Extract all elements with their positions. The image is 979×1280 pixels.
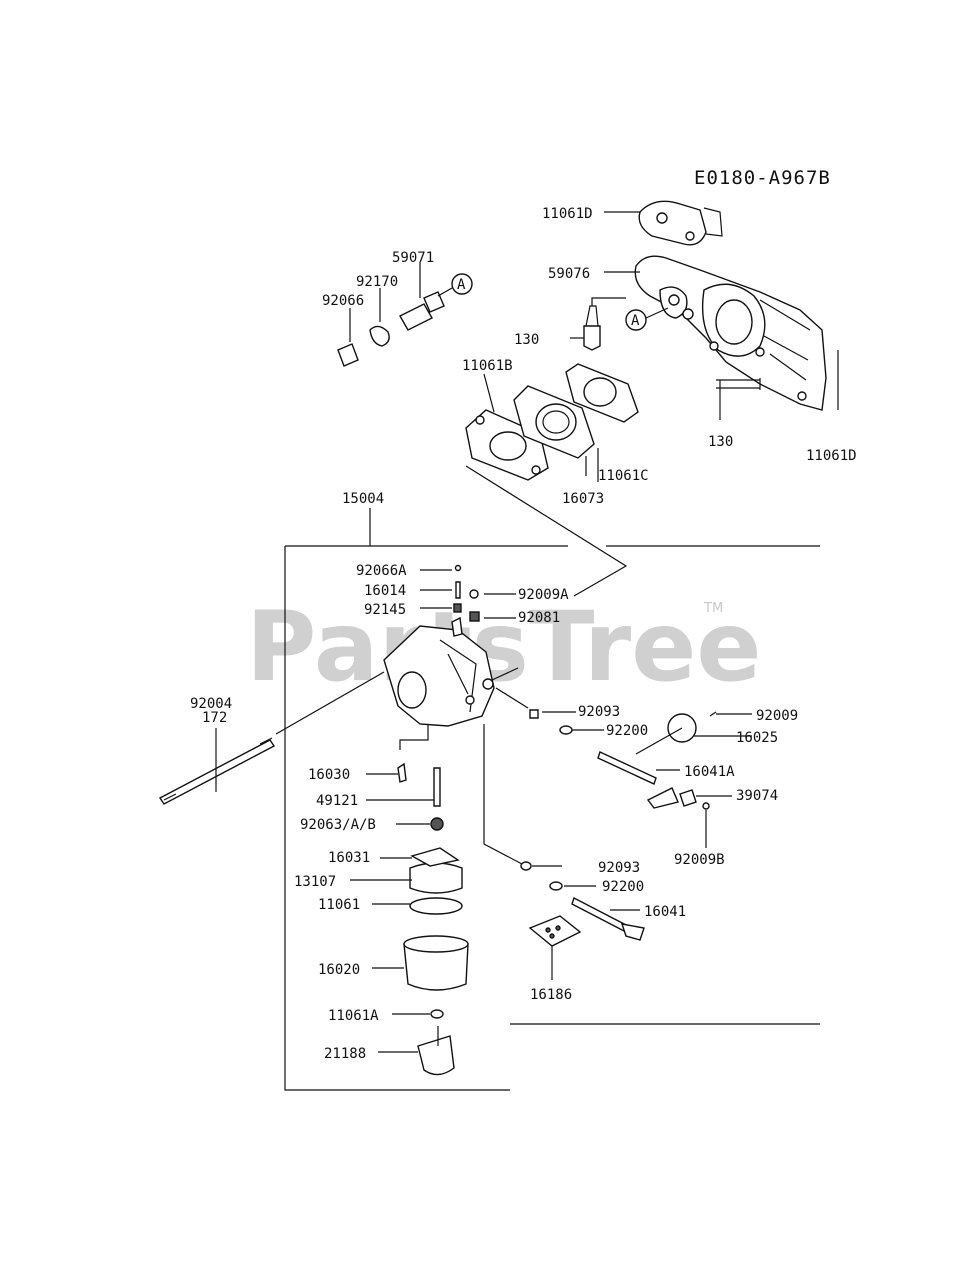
label-16014: 16014 xyxy=(364,583,406,599)
small-jets xyxy=(453,564,480,622)
label-13107: 13107 xyxy=(294,874,336,890)
label-15004: 15004 xyxy=(342,491,384,507)
intake-manifold xyxy=(634,255,839,411)
label-92081: 92081 xyxy=(518,610,560,626)
bolt-130-top xyxy=(583,297,626,351)
label-92009A: 92009A xyxy=(518,587,569,603)
label-92009B: 92009B xyxy=(674,852,725,868)
label-92200-a: 92200 xyxy=(606,723,648,739)
label-11061D-top: 11061D xyxy=(542,206,593,222)
diagram-code: E0180-A967B xyxy=(694,167,831,189)
label-92066A: 92066A xyxy=(356,563,407,579)
label-92093-b: 92093 xyxy=(598,860,640,876)
callout-a-manifold: A xyxy=(625,307,669,331)
carburetor-body xyxy=(383,616,495,727)
svg-text:A: A xyxy=(631,313,640,329)
label-16020: 16020 xyxy=(318,962,360,978)
label-16186: 16186 xyxy=(530,987,572,1003)
label-11061D-right: 11061D xyxy=(806,448,857,464)
label-16041: 16041 xyxy=(644,904,686,920)
label-92200-b: 92200 xyxy=(602,879,644,895)
gasket-11061B xyxy=(465,409,549,481)
label-172: 172 xyxy=(202,710,227,726)
watermark: PartsTree xyxy=(246,591,761,703)
label-16073: 16073 xyxy=(562,491,604,507)
choke-assembly-right xyxy=(529,709,717,810)
gasket-11061C xyxy=(565,363,639,423)
callout-a-top: A xyxy=(451,273,473,295)
bolt-130-right xyxy=(716,378,761,420)
label-92009: 92009 xyxy=(756,708,798,724)
label-16041A: 16041A xyxy=(684,764,735,780)
label-16031: 16031 xyxy=(328,850,370,866)
label-59076: 59076 xyxy=(548,266,590,282)
label-130-top: 130 xyxy=(514,332,539,348)
float-assembly xyxy=(397,762,469,1076)
leader-lines xyxy=(215,211,752,1053)
choke-parts-topleft xyxy=(337,287,453,367)
insulator-16073 xyxy=(513,385,595,459)
throttle-assembly-lower xyxy=(520,861,645,947)
label-130-right: 130 xyxy=(708,434,733,450)
label-21188: 21188 xyxy=(324,1046,366,1062)
watermark-trademark: TM xyxy=(703,601,723,616)
label-92170: 92170 xyxy=(356,274,398,290)
label-11061C: 11061C xyxy=(598,468,649,484)
label-11061A: 11061A xyxy=(328,1008,379,1024)
label-59071: 59071 xyxy=(392,250,434,266)
part-labels: 11061D 59076 130 130 11061D 59071 92170 … xyxy=(190,206,857,1062)
label-11061: 11061 xyxy=(318,897,360,913)
throttle-shaft-92004 xyxy=(158,737,276,805)
label-39074: 39074 xyxy=(736,788,778,804)
label-92093-a: 92093 xyxy=(578,704,620,720)
label-92066: 92066 xyxy=(322,293,364,309)
label-16030: 16030 xyxy=(308,767,350,783)
label-92145: 92145 xyxy=(364,602,406,618)
label-92063: 92063/A/B xyxy=(300,817,376,833)
label-16025: 16025 xyxy=(736,730,778,746)
manifold-gasket-top xyxy=(638,200,723,246)
svg-text:A: A xyxy=(457,277,466,293)
label-11061B: 11061B xyxy=(462,358,513,374)
label-92004: 92004 xyxy=(190,696,232,712)
label-49121: 49121 xyxy=(316,793,358,809)
